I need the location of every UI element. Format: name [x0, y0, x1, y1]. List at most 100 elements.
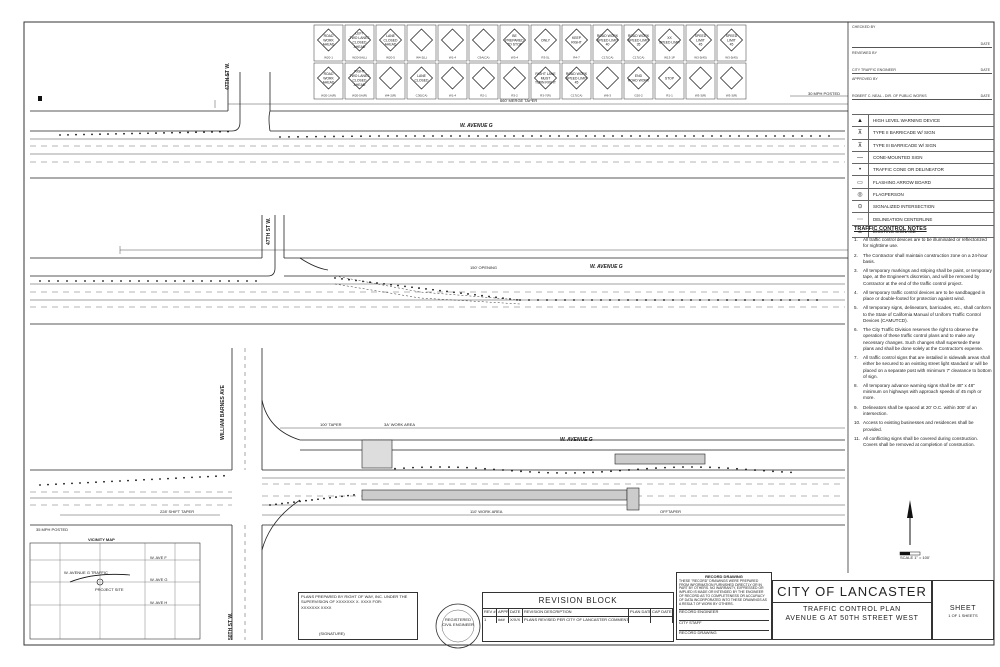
city-engineer-label: CITY TRAFFIC ENGINEER: [852, 68, 896, 72]
plans-prepared-for: XXXXXXX XXXX: [301, 605, 332, 611]
traffic-cone: [311, 499, 313, 501]
record-engineer-label: RECORD ENGINEER: [679, 608, 769, 615]
traffic-cone: [215, 475, 217, 478]
record-drawing-title: RECORD DRAWING: [705, 574, 743, 579]
traffic-cone: [618, 299, 620, 301]
traffic-cone: [211, 131, 213, 133]
dim-taper: 100' TAPER: [320, 422, 342, 427]
traffic-cone: [655, 467, 657, 469]
traffic-cone: [753, 299, 755, 301]
traffic-cone: [439, 466, 441, 468]
sign-text: AHEAD: [385, 43, 397, 47]
sign-text: XX: [667, 36, 672, 40]
dim-opening: 150' OPENING: [470, 265, 497, 270]
revision-cell: 1: [483, 616, 497, 624]
traffic-cone: [468, 135, 470, 137]
traffic-cone: [493, 468, 495, 471]
warning-sign: W3-3(R): [685, 62, 716, 100]
traffic-cone: [324, 135, 326, 138]
approval-block: CHECKED BY DATE REVIEWED BY CITY TRAFFIC…: [852, 25, 992, 100]
legend-row: ▭FLASHING ARROW BOARD: [852, 176, 994, 189]
traffic-cone: [179, 131, 181, 134]
sign-code: W20-5: [386, 56, 395, 60]
street-label-47th: 47TH ST W.: [225, 62, 231, 90]
sheet-number: 1: [948, 613, 951, 618]
traffic-cone: [102, 280, 104, 282]
sign-text: TO STOP: [507, 43, 522, 47]
street-label-50th: 50TH ST W.: [228, 612, 234, 640]
sign-text: AHEAD: [354, 45, 366, 49]
traffic-cone: [583, 471, 585, 474]
traffic-cone: [783, 135, 785, 137]
traffic-cone: [299, 500, 301, 503]
traffic-cone: [565, 472, 567, 474]
sign-code: C9A(CA): [477, 56, 489, 60]
traffic-cone: [738, 135, 740, 137]
note-item: 1.All traffic control devices are to be …: [854, 237, 987, 249]
traffic-cone: [183, 280, 185, 282]
traffic-cone: [516, 298, 518, 301]
sign-text: ROAD WORK: [597, 34, 619, 38]
sign-text: AHEAD: [354, 83, 366, 87]
plan-location: AVENUE G AT 50TH STREET WEST: [785, 615, 919, 622]
warning-sign: W6-3: [592, 62, 623, 100]
legend-row: ⊥EXISTING SIGNAGE: [852, 225, 994, 238]
traffic-cone: [582, 299, 584, 301]
sign-text: RIGHT LANE: [535, 72, 556, 76]
warning-sign: R3-2: [499, 62, 530, 100]
traffic-cone: [297, 135, 299, 138]
traffic-cone: [342, 135, 344, 138]
traffic-cone: [187, 131, 189, 134]
legend-label: DELINEATION CENTERLINE: [873, 216, 933, 222]
traffic-cone: [684, 135, 686, 137]
sign-code: W20-5A(R): [352, 94, 367, 98]
traffic-cone: [528, 299, 530, 301]
traffic-cone: [135, 479, 137, 482]
sign-text: LIMIT: [696, 38, 705, 42]
traffic-cone: [329, 496, 331, 499]
traffic-cone: [174, 280, 176, 282]
note-item: 10.Access to existing businesses and res…: [854, 420, 974, 432]
legend-label: HIGH LEVEL WARNING DEVICE: [873, 118, 941, 124]
traffic-cone: [75, 280, 77, 282]
plan-stage-2: [30, 215, 848, 325]
sign-text: WORK: [323, 38, 334, 42]
traffic-cone: [143, 478, 145, 481]
traffic-cone: [199, 476, 201, 478]
plan-stage-1: [30, 72, 848, 179]
sign-code: R1-1: [666, 94, 673, 98]
sign-code: C17(CA): [602, 56, 614, 60]
legend-label: CONE-MOUNTED SIGN: [873, 155, 923, 161]
dim-work-area: 3A' WORK AREA: [384, 422, 415, 427]
dim-shift-taper: 228' SHIFT TAPER: [160, 509, 195, 514]
traffic-cone: [538, 471, 540, 474]
traffic-cone: [111, 480, 113, 483]
sign-text: 45: [730, 43, 734, 47]
traffic-cone: [636, 299, 638, 301]
sign-code: R3-2: [511, 94, 518, 98]
traffic-cone: [39, 280, 41, 282]
legend-label: FLASHING ARROW BOARD: [873, 179, 932, 185]
traffic-cone: [555, 299, 557, 301]
traffic-cone: [351, 135, 353, 138]
sign-text: SPEED LIMIT: [659, 41, 680, 45]
note-item: 5.All temporary signs, delineators, barr…: [854, 305, 991, 323]
traffic-cone: [305, 499, 307, 502]
traffic-cone: [735, 299, 737, 301]
traffic-cone: [591, 299, 593, 301]
traffic-cone: [155, 132, 157, 134]
traffic-cone: [360, 135, 362, 138]
traffic-cone: [657, 135, 659, 137]
revision-title: REVISION BLOCK: [538, 596, 618, 605]
traffic-cone: [747, 135, 749, 137]
traffic-cone: [275, 503, 277, 506]
traffic-cone: [488, 295, 490, 298]
traffic-cone: [378, 135, 380, 137]
sign-text: ROAD WORK: [628, 34, 650, 38]
plans-prepared-text: PLANS PREPARED BY RIGHT OF WAY, INC. UND…: [301, 594, 408, 604]
